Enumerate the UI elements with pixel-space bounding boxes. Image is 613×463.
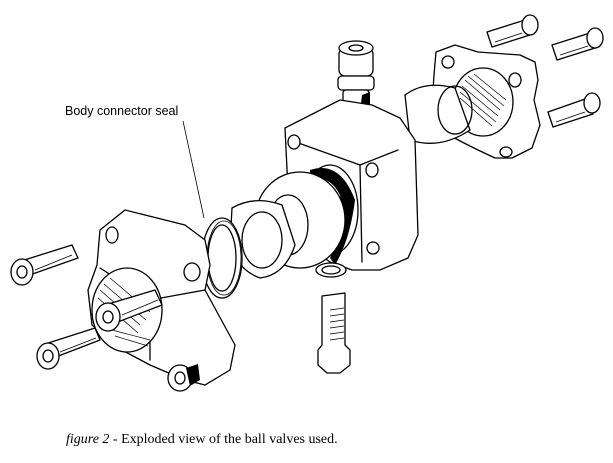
bolt-left-lower — [36, 327, 101, 370]
right-end-connector — [404, 44, 541, 159]
figure-caption: figure 2 - Exploded view of the ball val… — [66, 432, 338, 448]
bottom-screw — [317, 292, 351, 374]
leader-line — [182, 120, 205, 219]
annotation-label-body-connector-seal: Body connector seal — [65, 104, 179, 118]
bolt-left-upper — [10, 244, 79, 286]
bolt-right-upper — [551, 27, 604, 61]
bolt-left-bottom — [167, 364, 200, 392]
o-ring — [315, 262, 347, 278]
bolt-right-top — [486, 14, 539, 48]
caption-text: - Exploded view of the ball valves used. — [109, 432, 338, 447]
bolt-right-lower — [547, 92, 601, 128]
caption-figure-number: figure 2 — [66, 432, 110, 447]
bolt-left-center — [95, 289, 163, 332]
